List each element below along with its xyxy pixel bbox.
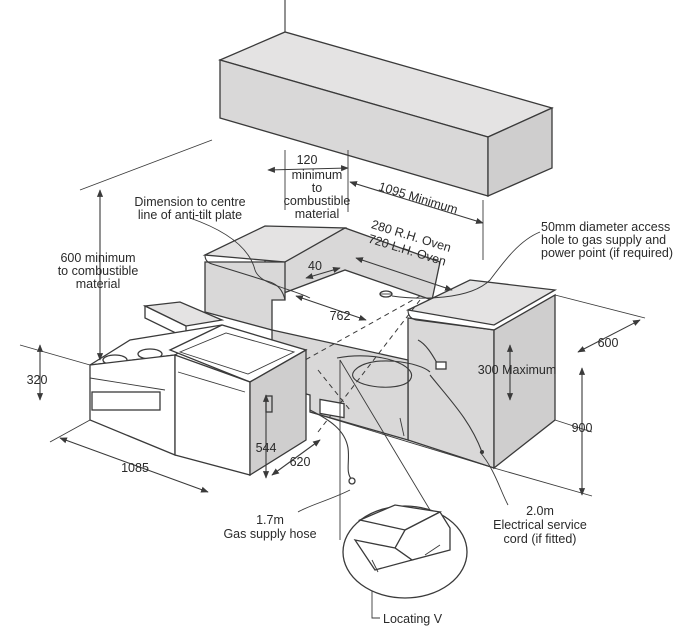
label-120: 120 xyxy=(297,153,318,167)
label-40: 40 xyxy=(308,259,322,273)
label-762: 762 xyxy=(330,309,351,323)
label-120-line2: to xyxy=(312,181,322,195)
overhead-rangehood-box xyxy=(218,0,554,197)
label-access-hole-line3: power point (if required) xyxy=(541,246,673,260)
label-cord-line2: Electrical service xyxy=(493,518,587,532)
label-600: 600 xyxy=(598,336,619,350)
gas-supply-hose xyxy=(309,409,356,485)
label-320: 320 xyxy=(27,373,48,387)
label-anti-tilt-line1: Dimension to centre xyxy=(134,195,245,209)
label-544: 544 xyxy=(256,441,277,455)
label-access-hole-line2: hole to gas supply and xyxy=(541,233,666,247)
label-600-minimum-line1: 600 minimum xyxy=(60,251,135,265)
label-1095-minimum: 1095 Minimum xyxy=(377,179,459,216)
label-600-minimum-line3: material xyxy=(76,277,120,291)
label-gas-hose-line2: Gas supply hose xyxy=(223,527,316,541)
label-600-minimum-line2: to combustible xyxy=(58,264,139,278)
label-300-maximum: 300 Maximum xyxy=(478,363,557,377)
label-120-line4: material xyxy=(295,207,339,221)
label-cord-line3: cord (if fitted) xyxy=(504,532,577,546)
dimension-lines xyxy=(19,139,646,497)
access-hole xyxy=(379,290,393,298)
label-120-line3: combustible xyxy=(284,194,351,208)
label-120-line1: minimum xyxy=(292,168,343,182)
label-anti-tilt-line2: line of anti-tilt plate xyxy=(138,208,242,222)
label-cord-line1: 2.0m xyxy=(526,504,554,518)
label-620: 620 xyxy=(290,455,311,469)
label-gas-hose-line1: 1.7m xyxy=(256,513,284,527)
power-cord xyxy=(319,339,484,454)
label-900: 900 xyxy=(572,421,593,435)
label-1085: 1085 xyxy=(121,461,149,475)
label-access-hole-line1: 50mm diameter access xyxy=(541,220,670,234)
locating-v-detail xyxy=(342,504,468,599)
label-locating-v: Locating V xyxy=(383,612,443,626)
